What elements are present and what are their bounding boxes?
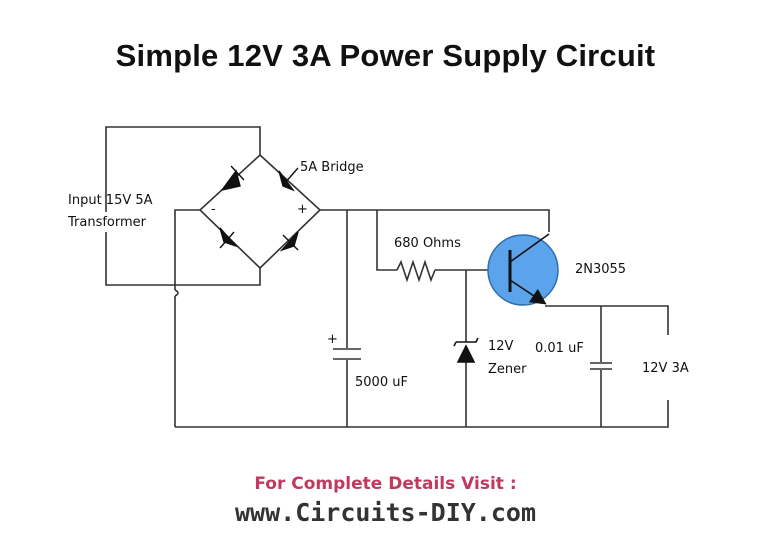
bridge-rectifier — [198, 153, 322, 270]
transistor-2n3055 — [487, 233, 559, 306]
wire-crossover-hop — [174, 289, 179, 297]
bridge-label: 5A Bridge — [300, 160, 364, 175]
bridge-diode-bottom-right — [279, 231, 299, 252]
resistor-680-ohms — [396, 259, 436, 283]
ground-bus — [175, 400, 669, 428]
transistor-label: 2N3055 — [575, 262, 626, 277]
bridge-diode-top-left — [220, 165, 245, 192]
page-title: Simple 12V 3A Power Supply Circuit — [115, 38, 656, 73]
transformer-wire-top — [105, 126, 261, 212]
transformer-label-line1: Input 15V 5A — [68, 193, 153, 208]
resistor-label: 680 Ohms — [394, 236, 461, 251]
resistor-feed — [376, 210, 397, 271]
zener-diode — [453, 337, 479, 363]
capacitor-main-label: 5000 uF — [355, 375, 408, 390]
footer-website-link[interactable]: www.Circuits-DIY.com — [234, 498, 537, 527]
footer-visit-text: For Complete Details Visit : — [254, 474, 517, 494]
bridge-diode-top-right — [278, 167, 299, 192]
transformer-wire-bottom — [105, 232, 261, 286]
zener-label-line1: 12V — [488, 339, 514, 354]
zener-label-line2: Zener — [488, 362, 527, 377]
collector-wire — [347, 209, 550, 232]
capacitor-001uf — [590, 362, 612, 370]
bridge-minus-label: - — [211, 202, 216, 217]
capacitor-plus-label: + — [327, 332, 338, 347]
bridge-diode-bottom-left — [219, 227, 239, 249]
output-label: 12V 3A — [642, 361, 689, 376]
small-capacitor-label: 0.01 uF — [535, 341, 584, 356]
ground-wire-left — [174, 209, 200, 427]
output-rail — [545, 305, 669, 335]
bridge-plus-label: + — [297, 202, 308, 217]
transformer-label-line2: Transformer — [67, 215, 147, 230]
capacitor-5000uf — [333, 348, 361, 360]
